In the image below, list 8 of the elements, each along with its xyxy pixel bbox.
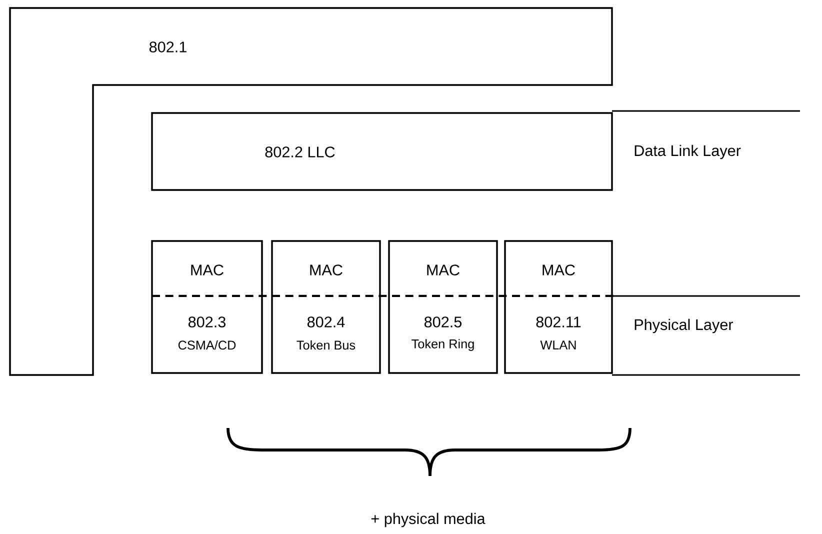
protocol-box: MAC 802.3 CSMA/CD (151, 240, 263, 374)
caption-text: + physical media (371, 512, 486, 528)
layer-label: Data Link Layer (634, 144, 741, 160)
protocol-box: MAC 802.5 Token Ring (388, 240, 498, 374)
layer-label: Physical Layer (634, 318, 734, 334)
protocol-box: MAC 802.4 Token Bus (271, 240, 381, 374)
protocol-box: MAC 802.11 WLAN (504, 240, 613, 374)
layer-box: 802.2 LLC (151, 112, 613, 191)
